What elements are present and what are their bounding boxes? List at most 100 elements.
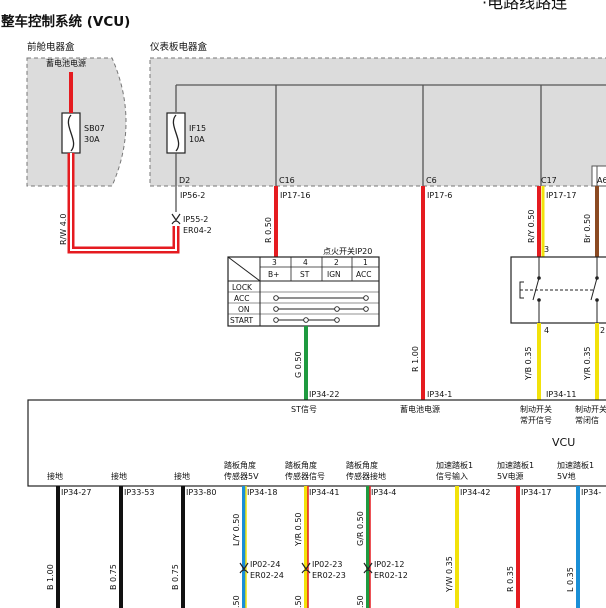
d2-label: D2 <box>179 176 190 185</box>
ign-row-acc: ACC <box>234 294 249 303</box>
c17-label: C17 <box>541 176 557 185</box>
ip55-splice-symbol <box>171 213 181 225</box>
vcu-pin-7-line1: 加速踏板1 <box>436 460 473 470</box>
ign-row-on: ON <box>238 305 250 314</box>
relay-pin2: 2 <box>600 326 605 335</box>
ign-col-name-2: ST <box>300 270 310 279</box>
ign-col-name-1: B+ <box>268 270 279 279</box>
brake-no-signal-1: 制动开关 <box>520 404 552 414</box>
ign-col-num-1: 3 <box>272 258 277 267</box>
c16-label: C16 <box>279 176 295 185</box>
vcu-pin-3-line1: 接地 <box>174 471 190 481</box>
ip02-24-label: IP02-24 <box>250 560 280 569</box>
brake-switch <box>510 256 606 324</box>
brake-nc-wire-label: Y/R 0.35 <box>583 347 592 382</box>
ip55-2-label: IP55-2 <box>183 215 208 224</box>
ip02-24-splice <box>239 562 249 574</box>
c17-wire-label: R/Y 0.50 <box>527 210 536 244</box>
ip34-x-label: IP34- <box>581 488 601 497</box>
ip34-18-label: IP34-18 <box>247 488 277 497</box>
a6-connector-box <box>591 165 606 187</box>
ign-col-num-4: 1 <box>363 258 368 267</box>
sb07-id: SB07 <box>84 124 105 133</box>
brake-no-signal-2: 常开信号 <box>520 415 552 425</box>
vcu-module <box>27 399 606 487</box>
panel-box-label: 仪表板电器盒 <box>150 41 208 53</box>
er02-23-label: ER02-23 <box>312 571 346 580</box>
pedal-ground-wire-label: G/R 0.50 <box>356 511 365 546</box>
vcu-pin-2-line1: 接地 <box>111 471 127 481</box>
ip02-23-label: IP02-23 <box>312 560 342 569</box>
page-title: 整车控制系统 (VCU) <box>1 13 130 30</box>
ip34-42-label: IP34-42 <box>460 488 490 497</box>
vcu-pin-8-line1: 加速踏板1 <box>497 460 534 470</box>
ignition-title: 点火开关IP20 <box>323 246 372 256</box>
st-wire-label: G 0.50 <box>294 351 303 378</box>
vcu-pin-4-line2: 传感器5V <box>224 471 259 481</box>
ign-col-num-3: 2 <box>334 258 339 267</box>
accel-5v-wire-label: R 0.35 <box>506 566 515 592</box>
ign-col-num-2: 4 <box>303 258 308 267</box>
ground-wire-2-label: B 0.75 <box>109 564 118 590</box>
ip02-12-label: IP02-12 <box>374 560 404 569</box>
er04-2-label: ER04-2 <box>183 226 212 235</box>
ip34-27-label: IP34-27 <box>61 488 91 497</box>
vcu-pin-6-line2: 传感器接地 <box>346 471 386 481</box>
brake-nc-signal-1: 制动开关 <box>575 404 606 414</box>
ip34-4-label: IP34-4 <box>371 488 396 497</box>
vcu-pin-4-line1: 踏板角度 <box>224 460 256 470</box>
vcu-pin-7-line2: 信号输入 <box>436 471 468 481</box>
ip34-41-label: IP34-41 <box>309 488 339 497</box>
ip33-53-label: IP33-53 <box>124 488 154 497</box>
ip17-16-label: IP17-16 <box>280 191 310 200</box>
c6-wire-label: R 1.00 <box>411 346 420 372</box>
pedal-5v-wire-label: L/Y 0.50 <box>232 514 241 546</box>
c16-wire-label: R 0.50 <box>264 217 273 243</box>
ip34-22-label: IP34-22 <box>309 390 339 399</box>
c6-label: C6 <box>426 176 437 185</box>
ip02-12-splice <box>363 562 373 574</box>
rw-wire-label: R/W 4.0 <box>59 214 68 245</box>
er02-12-label: ER02-12 <box>374 571 408 580</box>
ground-wire-3-label: B 0.75 <box>171 564 180 590</box>
relay-pin3: 3 <box>544 245 549 254</box>
vcu-pin-9-line2: 5V地 <box>557 471 576 481</box>
battery-signal-label: 蓄电池电源 <box>400 404 440 414</box>
ign-col-name-4: ACC <box>356 270 371 279</box>
ground-wire-1-label: B 1.00 <box>46 564 55 590</box>
vcu-pin-5-line2: 传感器信号 <box>285 471 325 481</box>
brake-nc-signal-2: 常闭信 <box>575 415 599 425</box>
ip34-17-label: IP34-17 <box>521 488 551 497</box>
vcu-pin-9-line1: 加速踏板1 <box>557 460 594 470</box>
ip17-17-label: IP17-17 <box>546 191 576 200</box>
relay-pin4: 4 <box>544 326 549 335</box>
pedal-ground-cut-label: .50 <box>356 595 365 608</box>
if15-id: IF15 <box>189 124 206 133</box>
ip34-1-label: IP34-1 <box>427 390 452 399</box>
vcu-pin-8-line2: 5V电源 <box>497 471 524 481</box>
ign-row-lock: LOCK <box>232 283 253 292</box>
battery-power-label: 蓄电池电源 <box>46 58 86 68</box>
vcu-pin-1-line1: 接地 <box>47 471 63 481</box>
vcu-pin-5-line1: 踏板角度 <box>285 460 317 470</box>
pedal-signal-wire-label: Y/R 0.50 <box>294 513 303 548</box>
rw-wire-core <box>70 153 177 251</box>
title-fragment: ·电路线路连 <box>482 0 567 12</box>
a6-wire-label: Br 0.50 <box>583 214 592 243</box>
pedal-5v-cut-label: .50 <box>232 595 241 608</box>
ign-row-start: START <box>230 316 254 325</box>
if15-rating: 10A <box>189 135 205 144</box>
brake-no-wire-label: Y/B 0.35 <box>524 347 533 381</box>
sb07-rating: 30A <box>84 135 100 144</box>
ignition-switch: 点火开关IP20 3 4 2 1 B+ ST IGN ACC LOCK ACC … <box>227 246 380 327</box>
ip56-2-label: IP56-2 <box>180 191 205 200</box>
accel-signal-wire-label: Y/W 0.35 <box>445 556 454 593</box>
accel-ground-wire-label: L 0.35 <box>566 567 575 592</box>
ip34-11-label: IP34-11 <box>546 390 576 399</box>
ip33-80-label: IP33-80 <box>186 488 216 497</box>
ip17-6-label: IP17-6 <box>427 191 452 200</box>
vcu-pin-6-line1: 踏板角度 <box>346 460 378 470</box>
a6-label: A6 <box>597 176 606 185</box>
front-box-label: 前舱电器盒 <box>27 41 75 53</box>
